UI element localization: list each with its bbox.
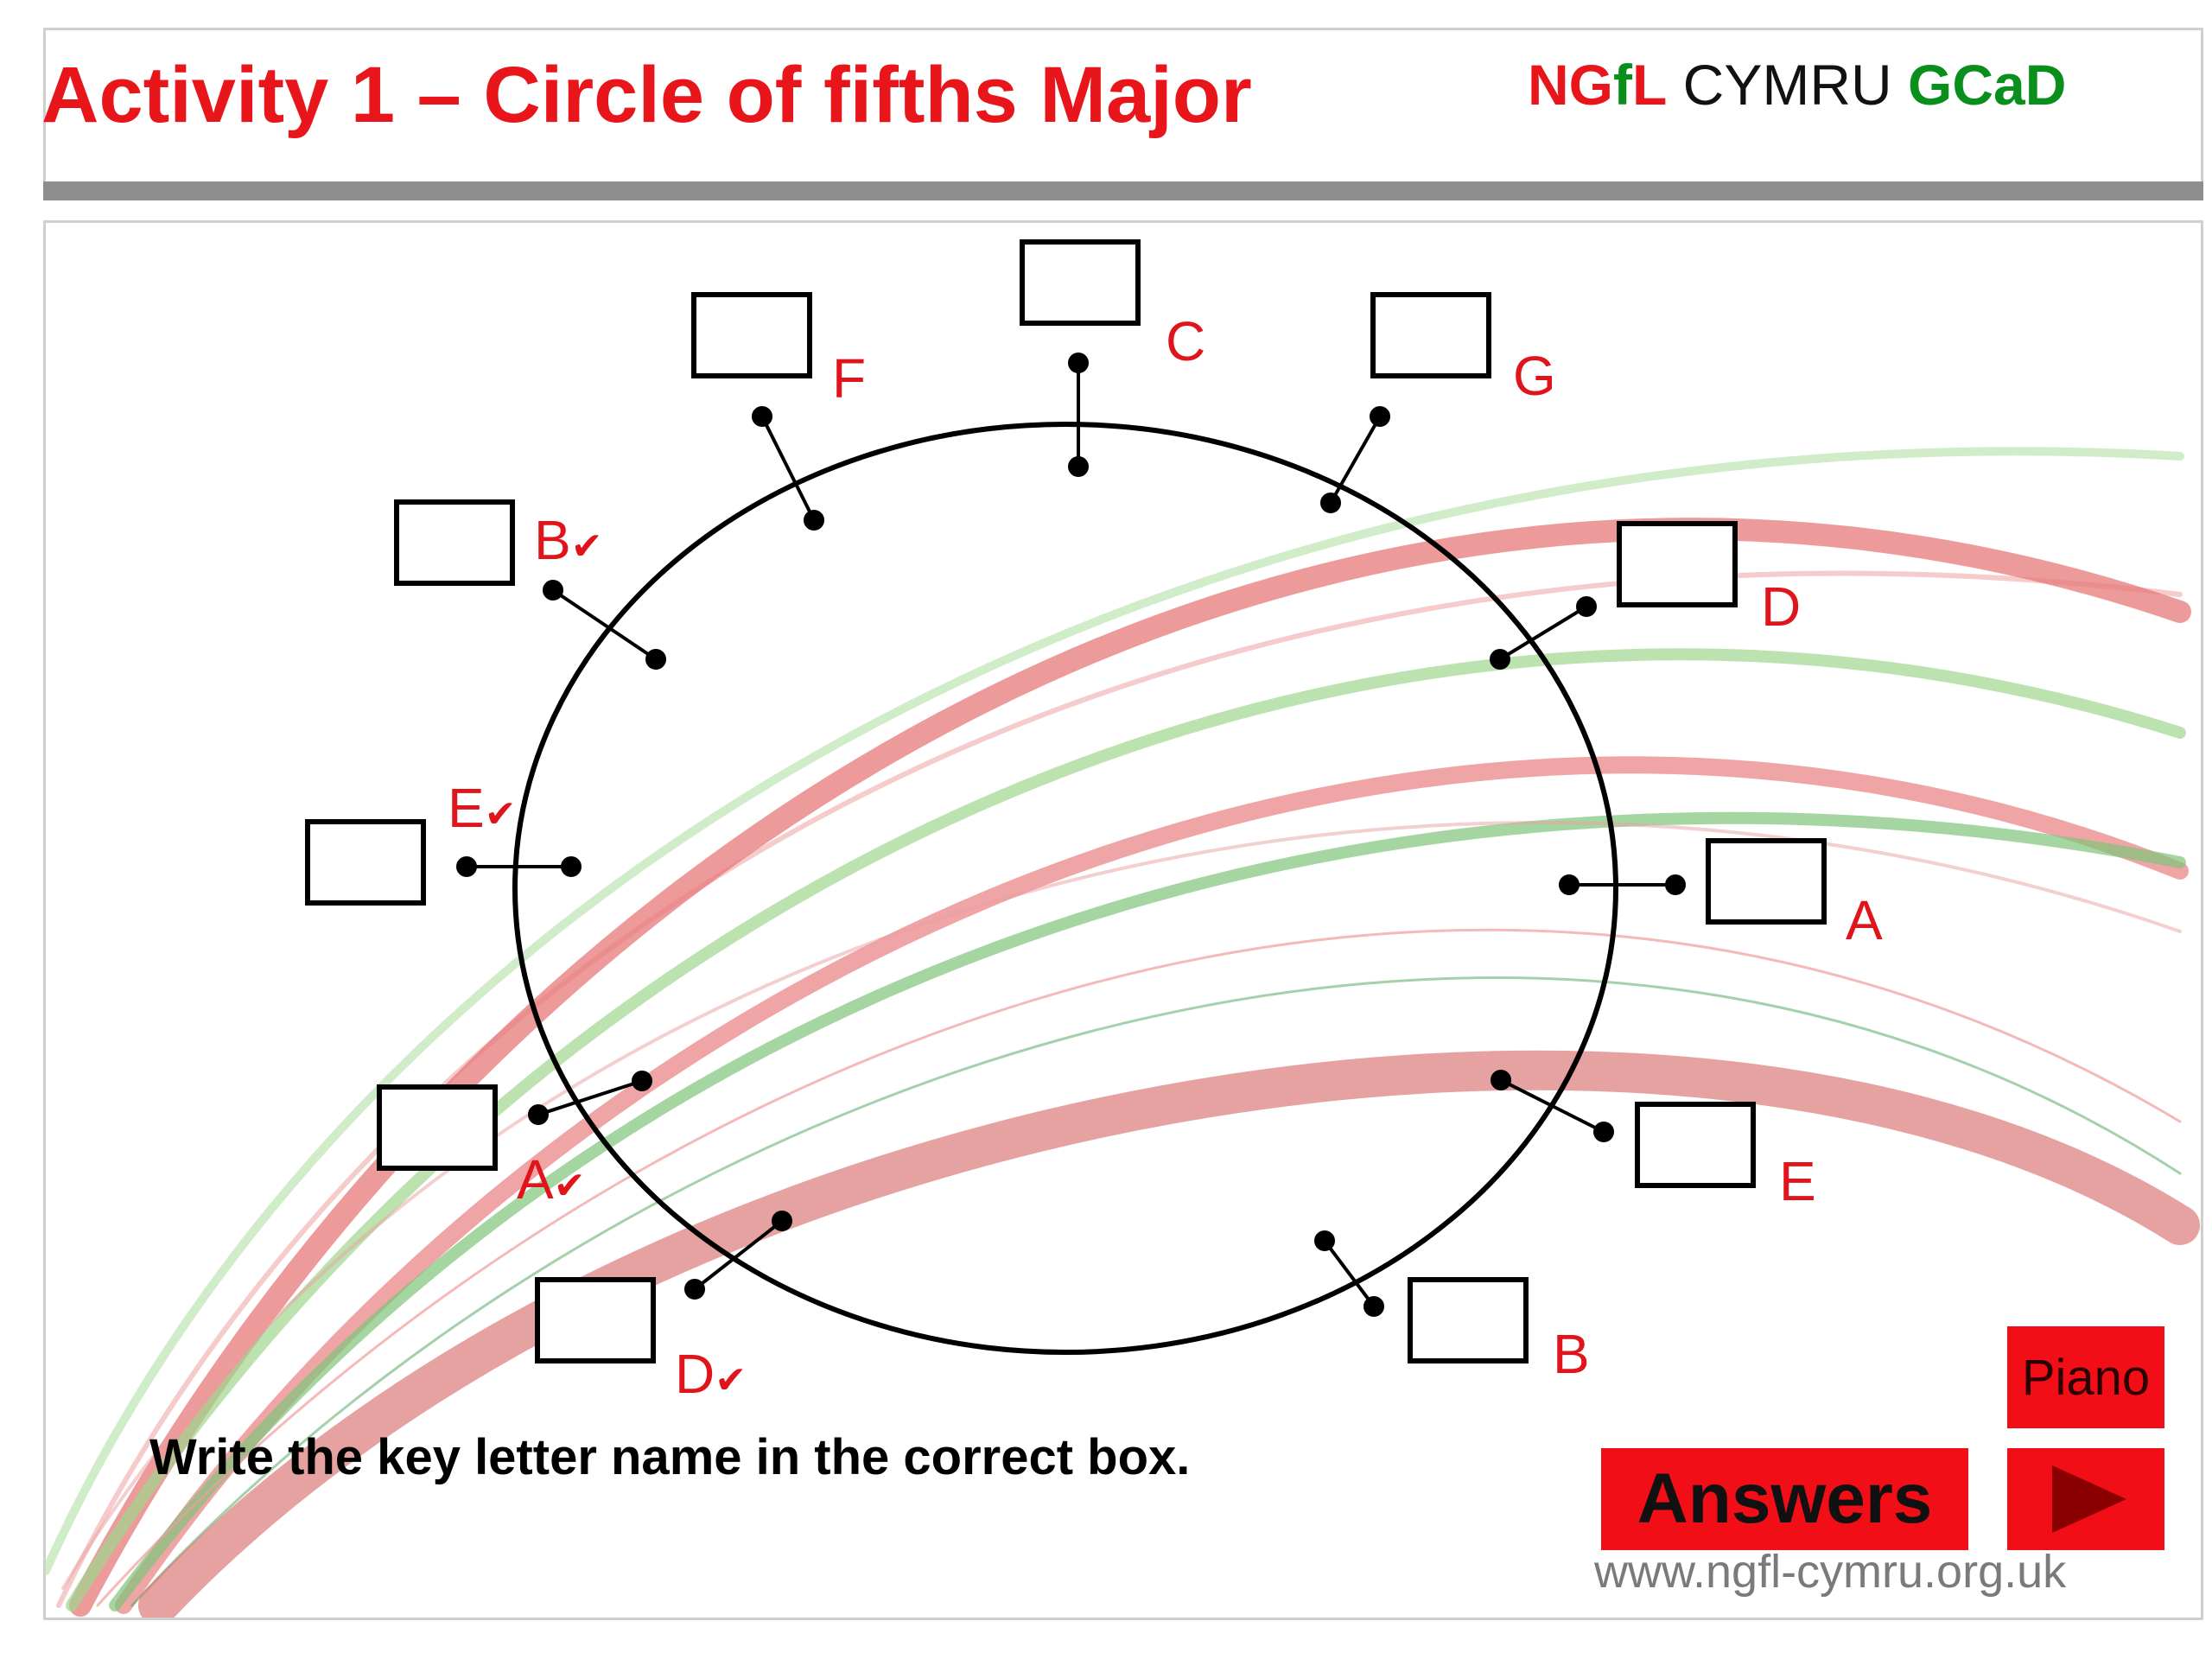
answer-box-g[interactable] bbox=[1370, 292, 1491, 378]
key-label-e-left: E✔ bbox=[448, 777, 517, 839]
answer-box-a-right[interactable] bbox=[1706, 838, 1827, 925]
key-label-a-left: A✔ bbox=[517, 1148, 586, 1211]
key-label-b-bottom: B bbox=[1553, 1323, 1590, 1385]
key-label-a-right: A bbox=[1846, 889, 1883, 951]
piano-button[interactable]: Piano bbox=[2007, 1326, 2164, 1428]
key-label-g: G bbox=[1513, 345, 1556, 407]
logo-ngfl-l: L bbox=[1631, 53, 1668, 117]
checkmark-icon: ✔ bbox=[553, 1165, 586, 1207]
ngfl-cymru-gcad-logo: NGfL CYMRU GCaD bbox=[1528, 52, 2066, 118]
answer-box-e-right[interactable] bbox=[1635, 1102, 1756, 1188]
circle-of-fifths-ring bbox=[512, 422, 1618, 1355]
answer-box-b-bottom[interactable] bbox=[1408, 1277, 1529, 1363]
key-label-c: C bbox=[1166, 310, 1206, 372]
activity-canvas: C G D A E B D✔ A✔ E✔ B✔ F Write the key … bbox=[43, 220, 2203, 1620]
play-triangle-icon bbox=[2052, 1465, 2126, 1533]
answer-box-f[interactable] bbox=[691, 292, 812, 378]
play-button[interactable] bbox=[2007, 1448, 2164, 1550]
logo-gcad: GCaD bbox=[1908, 53, 2067, 117]
checkmark-icon: ✔ bbox=[484, 793, 517, 836]
answers-button[interactable]: Answers bbox=[1601, 1448, 1968, 1550]
answer-box-e-left[interactable] bbox=[305, 819, 426, 906]
checkmark-icon: ✔ bbox=[715, 1359, 747, 1402]
instruction-text: Write the key letter name in the correct… bbox=[149, 1429, 1191, 1485]
logo-ngfl-n: NG bbox=[1528, 53, 1613, 117]
logo-cymru: CYMRU bbox=[1682, 53, 1892, 117]
title-bar bbox=[43, 28, 2203, 181]
logo-ngfl-f: f bbox=[1613, 53, 1632, 117]
checkmark-icon: ✔ bbox=[570, 525, 603, 568]
key-label-d-top: D bbox=[1761, 575, 1802, 638]
answer-box-c[interactable] bbox=[1020, 239, 1141, 326]
key-label-e-right: E bbox=[1779, 1150, 1816, 1212]
page-title: Activity 1 – Circle of fifths Major bbox=[41, 51, 1252, 139]
answer-box-b-left[interactable] bbox=[394, 499, 515, 586]
title-bar-shadow bbox=[43, 181, 2203, 200]
key-label-d-bottom: D✔ bbox=[675, 1343, 747, 1405]
connector-lines bbox=[456, 353, 1686, 1317]
answer-box-a-left[interactable] bbox=[377, 1084, 498, 1171]
footer-url: www.ngfl-cymru.org.uk bbox=[1594, 1546, 2067, 1598]
key-label-f: F bbox=[832, 347, 867, 410]
answer-box-d-bottom[interactable] bbox=[535, 1277, 656, 1363]
key-label-b-left: B✔ bbox=[534, 509, 603, 571]
answer-box-d-top[interactable] bbox=[1617, 521, 1738, 607]
